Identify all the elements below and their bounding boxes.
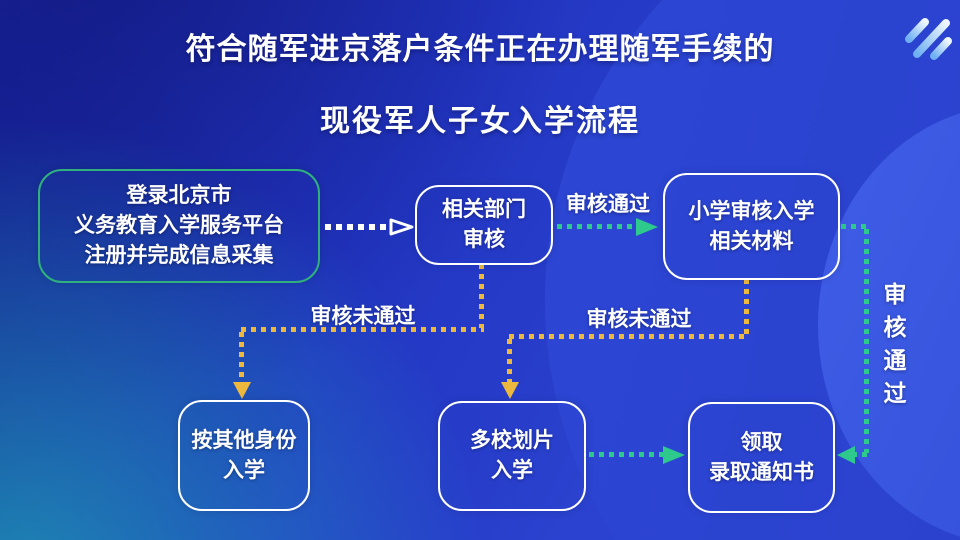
slashes-logo-icon [905,18,952,60]
node-other-identity-text: 按其他身份 入学 [191,428,297,482]
edge-school-to-notice-h1 [841,224,871,229]
edge-login-to-dept-arrowhead-icon [389,218,414,236]
edge-school-to-multi-v2 [507,339,512,382]
edge-school-to-multi-v1 [744,279,749,336]
edge-school-to-notice-v [864,229,869,453]
title-line-1: 符合随军进京落户条件正在办理随军手续的 [185,33,775,66]
edge-label-pass-1: 审核通过 [566,193,650,216]
node-dept-review: 相关部门 审核 [415,185,553,265]
edge-multi-to-notice-arrowhead-icon [663,446,685,464]
edge-dept-to-other-v2 [239,332,244,382]
edge-label-fail-2: 审核未通过 [586,308,692,331]
edge-school-to-notice-h2 [852,452,869,457]
node-dept-review-text: 相关部门 审核 [442,198,526,251]
node-admission-notice-text: 领取 录取通知书 [709,430,814,484]
title-line-2: 现役军人子女入学流程 [320,105,640,138]
node-multi-school-text: 多校划片 入学 [470,429,554,482]
node-school-review-text: 小学审核入学 相关材料 [688,199,815,253]
edge-multi-to-notice [589,452,663,457]
edge-school-to-multi-h [509,334,749,339]
node-admission-notice: 领取 录取通知书 [688,402,835,513]
edge-dept-to-other-v1 [479,264,484,328]
edge-dept-to-school [557,224,633,229]
edge-school-to-multi-arrowhead-icon [501,382,519,399]
page-title: 符合随军进京落户条件正在办理随军手续的 现役军人子女入学流程 [0,24,960,140]
edge-login-to-dept [325,224,389,230]
node-multi-school: 多校划片 入学 [438,401,586,511]
node-school-review: 小学审核入学 相关材料 [663,173,840,280]
edge-dept-to-school-arrowhead-icon [636,218,658,236]
edge-dept-to-other-arrowhead-icon [233,382,251,399]
edge-label-fail-1: 审核未通过 [310,305,416,328]
node-login-platform: 登录北京市 义务教育入学服务平台 注册并完成信息采集 [38,169,320,283]
node-other-identity: 按其他身份 入学 [178,400,310,511]
edge-label-pass-2: 审核通过 [880,282,906,414]
edge-dept-to-other-h [241,327,484,332]
node-login-platform-text: 登录北京市 义务教育入学服务平台 注册并完成信息采集 [74,184,284,267]
edge-school-to-notice-arrowhead-icon [837,446,855,464]
